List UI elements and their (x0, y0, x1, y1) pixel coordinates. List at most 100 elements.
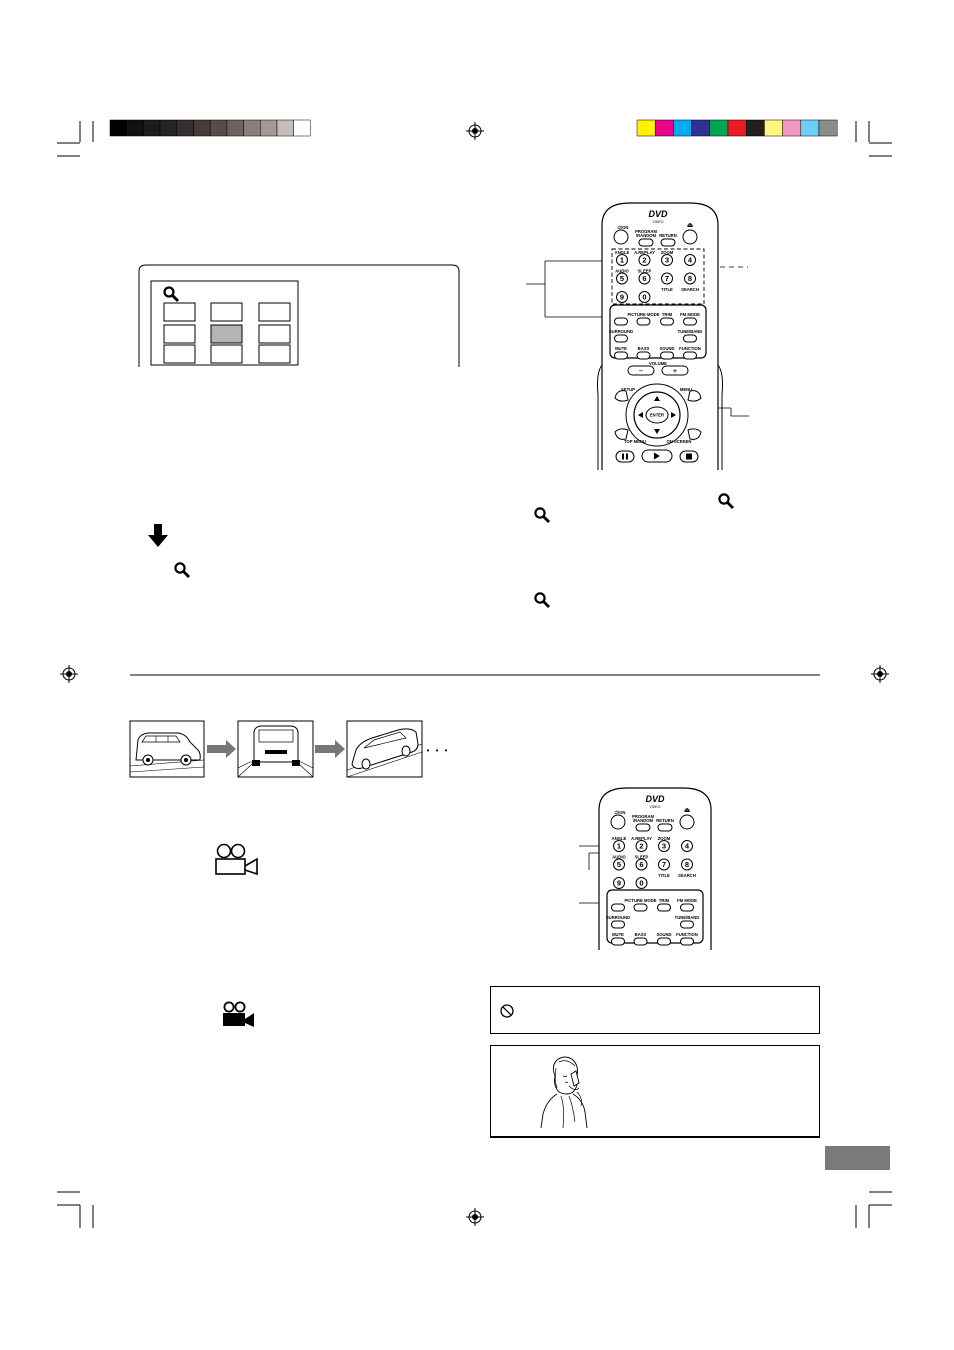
digit-1-button[interactable] (613, 840, 625, 852)
key-label: A.REPLAY (634, 250, 655, 255)
power-button[interactable] (610, 814, 626, 830)
eject-button[interactable] (682, 229, 698, 245)
digit-label: 4 (685, 842, 690, 851)
digit-9-button[interactable] (616, 291, 628, 303)
digit-7-button[interactable] (658, 858, 670, 871)
color-swatch (800, 119, 820, 137)
key-label: SURROUND (609, 329, 633, 334)
digit-label: 9 (620, 293, 624, 302)
function-button[interactable] (633, 903, 648, 912)
function-button[interactable] (680, 903, 694, 912)
eject-button[interactable] (679, 814, 695, 830)
digit-8-button[interactable] (681, 858, 693, 871)
key-label: SOUND (656, 932, 671, 937)
digit-8-button[interactable] (684, 272, 696, 285)
function-button[interactable] (636, 317, 651, 326)
function-button[interactable] (683, 334, 697, 343)
key-label: BASS (635, 932, 647, 937)
digit-4-button[interactable] (681, 840, 693, 852)
color-swatch (636, 119, 656, 137)
digit-7-button[interactable] (661, 272, 673, 285)
function-button[interactable] (633, 937, 648, 946)
right-arrow-icon (671, 412, 676, 418)
key-label: FM MODE (677, 898, 697, 903)
digit-2-button[interactable] (635, 840, 648, 852)
program-random-button[interactable] (635, 823, 651, 832)
on-screen-button[interactable] (687, 428, 702, 440)
eject-icon: ⏏ (684, 807, 691, 814)
digit-1-button[interactable] (616, 254, 628, 266)
digit-label: 8 (685, 860, 689, 869)
digit-label: 3 (662, 842, 666, 851)
function-button[interactable] (614, 317, 628, 326)
digit-label: 8 (688, 274, 692, 283)
top-menu-button[interactable] (614, 428, 629, 440)
key-label: FM MODE (680, 312, 700, 317)
function-button[interactable] (614, 334, 628, 343)
setup-button[interactable] (614, 390, 629, 402)
digit-6-button[interactable] (635, 858, 648, 871)
dvd-logo-sub: VIDEO (650, 805, 661, 809)
digit-label: 6 (639, 860, 643, 869)
function-button[interactable] (680, 937, 694, 946)
tip-note-box (490, 1045, 820, 1138)
volume-down-button[interactable] (627, 365, 655, 376)
volume-up-button[interactable] (661, 365, 689, 376)
digit-4-button[interactable] (684, 254, 696, 266)
power-label: ⏻/ON (615, 810, 626, 815)
function-button[interactable] (611, 903, 625, 912)
digit-0-button[interactable] (638, 291, 651, 303)
key-label: SEARCH (681, 287, 699, 292)
function-button[interactable] (657, 937, 671, 946)
digit-5-button[interactable] (613, 858, 625, 871)
zoom-grid-cell (258, 324, 291, 344)
digit-0-button[interactable] (635, 877, 648, 889)
digit-2-button[interactable] (638, 254, 651, 266)
key-label: SURROUND (606, 915, 630, 920)
digit-6-button[interactable] (638, 272, 651, 285)
function-button[interactable] (611, 920, 625, 929)
gray-swatch (243, 119, 261, 137)
movie-camera-icon (215, 843, 258, 876)
menu-button[interactable] (687, 390, 702, 402)
page-tab (825, 1146, 890, 1170)
function-button[interactable] (660, 317, 674, 326)
magnifier-icon (174, 562, 190, 578)
return-button[interactable] (660, 238, 676, 247)
function-button[interactable] (660, 351, 674, 360)
volume-label: VOLUME (649, 361, 667, 366)
function-button[interactable] (683, 317, 697, 326)
left-arrow-icon (638, 412, 643, 418)
pause-icon (622, 453, 628, 460)
gray-swatch (260, 119, 278, 137)
registration-mark-icon (60, 665, 78, 683)
gray-swatch (109, 119, 127, 137)
key-label: SLEEP (638, 269, 652, 274)
power-button[interactable] (613, 229, 629, 245)
function-button[interactable] (611, 937, 625, 946)
function-panel (609, 304, 707, 359)
digit-5-button[interactable] (616, 272, 628, 285)
zoom-grid-cell (163, 324, 196, 344)
digit-9-button[interactable] (613, 877, 625, 889)
dvd-logo-sub: VIDEO (653, 220, 664, 224)
enter-button[interactable] (645, 406, 669, 424)
function-button[interactable] (683, 351, 697, 360)
digit-3-button[interactable] (661, 254, 673, 266)
function-button[interactable] (680, 920, 694, 929)
pause-button[interactable] (615, 450, 635, 463)
zoom-grid-cell (163, 344, 196, 364)
top-menu-label: TOP MENU (624, 439, 646, 444)
function-button[interactable] (636, 351, 651, 360)
function-button[interactable] (657, 903, 671, 912)
program-random-button[interactable] (638, 238, 654, 247)
magnifier-icon (163, 286, 179, 302)
registration-mark-icon (466, 122, 484, 140)
key-label: TITLE (658, 873, 670, 878)
return-button[interactable] (657, 823, 673, 832)
digit-3-button[interactable] (658, 840, 670, 852)
function-button[interactable] (614, 351, 628, 360)
car-side-view-frame (129, 720, 205, 778)
